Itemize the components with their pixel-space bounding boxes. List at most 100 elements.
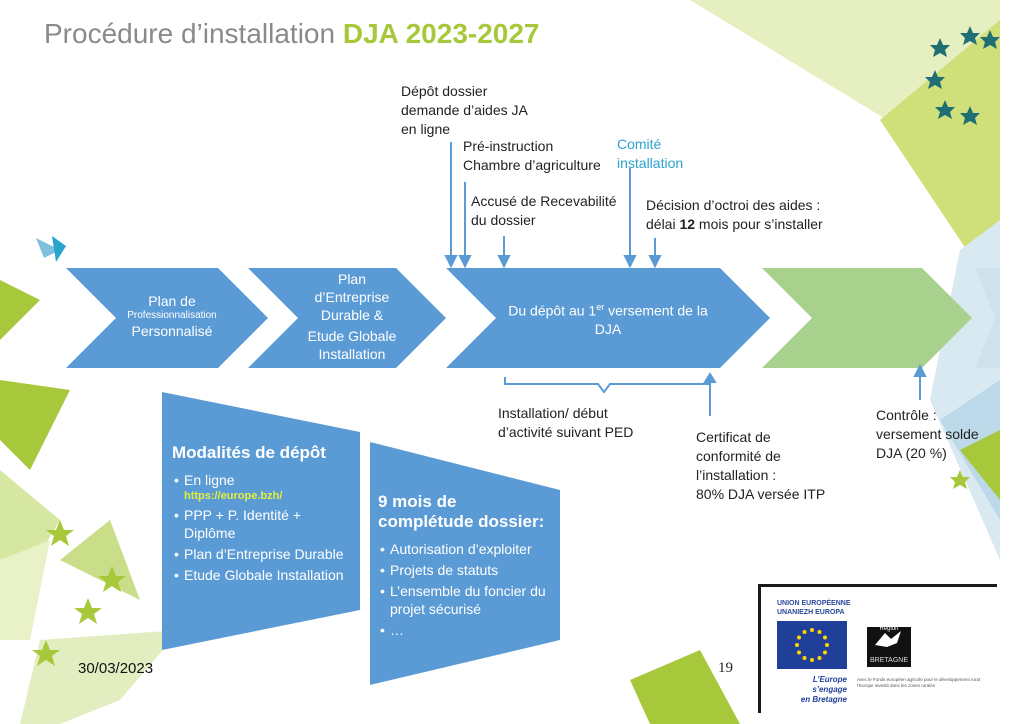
modalites-url-link[interactable]: https://europe.bzh/	[184, 490, 283, 502]
controle-line-3: DJA (20 %)	[876, 445, 947, 461]
modalites-item-3: Etude Globale Installation	[172, 566, 352, 584]
eu-label-line-1: UNION EUROPÉENNE	[777, 600, 851, 607]
step1-line2: Professionnalisation	[127, 310, 217, 321]
preinstruction-line-2: Chambre d’agriculture	[463, 157, 601, 173]
completude-title: 9 mois de complétude dossier:	[378, 492, 545, 531]
decision-line-2-b: mois pour s’installer	[695, 216, 823, 232]
eu-label-line-2: UNANIEZH EUROPA	[777, 609, 845, 616]
eu-engage-line-1: L’Europe s’engage	[812, 675, 847, 694]
certificat-line-4: 80% DJA versée ITP	[696, 486, 826, 502]
eu-star	[802, 630, 807, 635]
eu-stars-icon	[795, 628, 829, 662]
chevron-step-1	[66, 268, 268, 368]
eu-star	[825, 643, 829, 647]
stars-right-mid	[950, 440, 995, 489]
decision-line-1: Décision d’octroi des aides :	[646, 197, 821, 213]
chevron-step-4	[762, 268, 972, 368]
panel-modalites: Modalités de dépôt En lignehttps://europ…	[172, 443, 352, 587]
decision-delay-value: 12	[679, 216, 696, 232]
annotation-decision: Décision d’octroi des aides : délai 12 m…	[646, 196, 823, 234]
completude-item-1: Projets de statuts	[378, 561, 554, 579]
step3-line2: DJA	[594, 320, 622, 337]
eu-engage-text: L’Europe s’engage en Bretagne	[777, 675, 847, 705]
eu-star	[822, 650, 827, 655]
deco-shape-left-6	[60, 520, 140, 600]
stars-top-right	[925, 26, 1000, 125]
annotation-certificat: Certificat de conformité de l’installati…	[696, 428, 825, 504]
eu-star	[817, 630, 822, 635]
ermine-icon	[875, 631, 901, 647]
chevron-step-5	[975, 268, 1000, 368]
completude-item-2: L’ensemble du foncier du projet sécurisé	[378, 582, 554, 618]
preinstruction-line-1: Pré-instruction	[463, 138, 554, 154]
annotation-installation: Installation/ début d’activité suivant P…	[498, 404, 633, 442]
annotation-comite: Comité installation	[617, 135, 683, 173]
step3-line1: Du dépôt au 1er versement de la	[488, 298, 728, 320]
modalites-title: Modalités de dépôt	[172, 443, 326, 462]
chevron-step-2-label: Plan d’Entreprise Durable & Etude Global…	[292, 270, 412, 363]
certificat-line-3: l’installation :	[696, 467, 777, 483]
controle-line-1: Contrôle :	[876, 407, 937, 423]
deco-shape-left-1	[0, 280, 40, 340]
deco-shape-right-1	[690, 0, 1000, 240]
annotation-controle: Contrôle : versement solde DJA (20 %)	[876, 406, 979, 463]
page-number: 19	[718, 660, 733, 676]
logo-block: UNION EUROPÉENNE UNANIEZH EUROPA BRETAGN…	[758, 584, 997, 713]
timeline-arrows	[444, 142, 662, 269]
chevron-step-2	[248, 268, 446, 368]
stars-bottom-left	[32, 520, 126, 666]
deco-star-left	[36, 238, 60, 258]
installation-line-2: d’activité suivant PED	[498, 424, 634, 440]
region-top-label: Région	[879, 626, 899, 632]
eu-star	[802, 655, 807, 660]
accuse-line-2: du dossier	[471, 212, 536, 228]
eu-star	[797, 650, 802, 655]
comite-line-2: installation	[617, 155, 684, 171]
decision-line-2-a: délai	[646, 216, 680, 232]
depot-line-3: en ligne	[401, 121, 451, 137]
up-arrows	[703, 363, 927, 416]
certificat-line-2: conformité de	[696, 448, 781, 464]
depot-line-1: Dépôt dossier	[401, 83, 488, 99]
chevron-step-1-label: Plan de Professionnalisation Personnalis…	[112, 292, 232, 340]
depot-line-2: demande d’aides JA	[401, 102, 528, 118]
completude-item-3: …	[378, 621, 554, 639]
annotation-depot: Dépôt dossier demande d’aides JA en lign…	[401, 82, 528, 139]
deco-star-left-2	[52, 236, 66, 262]
chevron-step-3	[446, 268, 770, 368]
modalites-item-1: PPP + P. Identité + Diplôme	[172, 506, 352, 542]
deco-shape-bottom-right	[630, 650, 740, 724]
deco-shape-left-4	[0, 540, 50, 640]
panel-completude: 9 mois de complétude dossier: Autorisati…	[378, 492, 554, 642]
eu-label: UNION EUROPÉENNE UNANIEZH EUROPA	[777, 599, 851, 617]
chevron-step-3-label: Du dépôt au 1er versement de la DJA	[488, 298, 728, 338]
eu-engage-line-2: en Bretagne	[800, 695, 847, 704]
step2-line4: Etude Globale	[307, 328, 397, 344]
step2-line5: Installation	[318, 346, 386, 362]
installation-brace	[504, 377, 711, 394]
title-prefix: Procédure d’installation	[44, 18, 343, 49]
comite-line-1: Comité	[617, 136, 662, 152]
eu-fund-note: Avec le Fonds européen agricole pour le …	[857, 677, 983, 688]
annotation-preinstruction: Pré-instruction Chambre d’agriculture	[463, 137, 601, 175]
region-name: BRETAGNE	[870, 657, 908, 664]
title-highlight: DJA 2023-2027	[342, 18, 540, 49]
accuse-line-1: Accusé de Recevabilité	[471, 193, 617, 209]
eu-star	[822, 635, 827, 640]
step2-line2: d’Entreprise	[314, 289, 390, 305]
deco-shape-right-2	[880, 20, 1000, 300]
step3-text-a: Du dépôt au 1	[508, 302, 597, 319]
modalites-item-2: Plan d’Entreprise Durable	[172, 545, 352, 563]
step2-line3: Durable &	[320, 307, 384, 323]
annotation-accuse: Accusé de Recevabilité du dossier	[471, 192, 617, 230]
footer-date: 30/03/2023	[78, 660, 154, 677]
decision-line-2: délai 12 mois pour s’installer	[646, 215, 823, 234]
deco-shape-left-2	[0, 380, 70, 470]
eu-star	[810, 658, 814, 662]
eu-star	[810, 628, 814, 632]
certificat-line-1: Certificat de	[696, 429, 771, 445]
page-title: Procédure d’installation DJA 2023-2027	[44, 18, 540, 50]
region-bretagne-logo: BRETAGNE Région	[867, 626, 911, 667]
installation-line-1: Installation/ début	[498, 405, 608, 421]
